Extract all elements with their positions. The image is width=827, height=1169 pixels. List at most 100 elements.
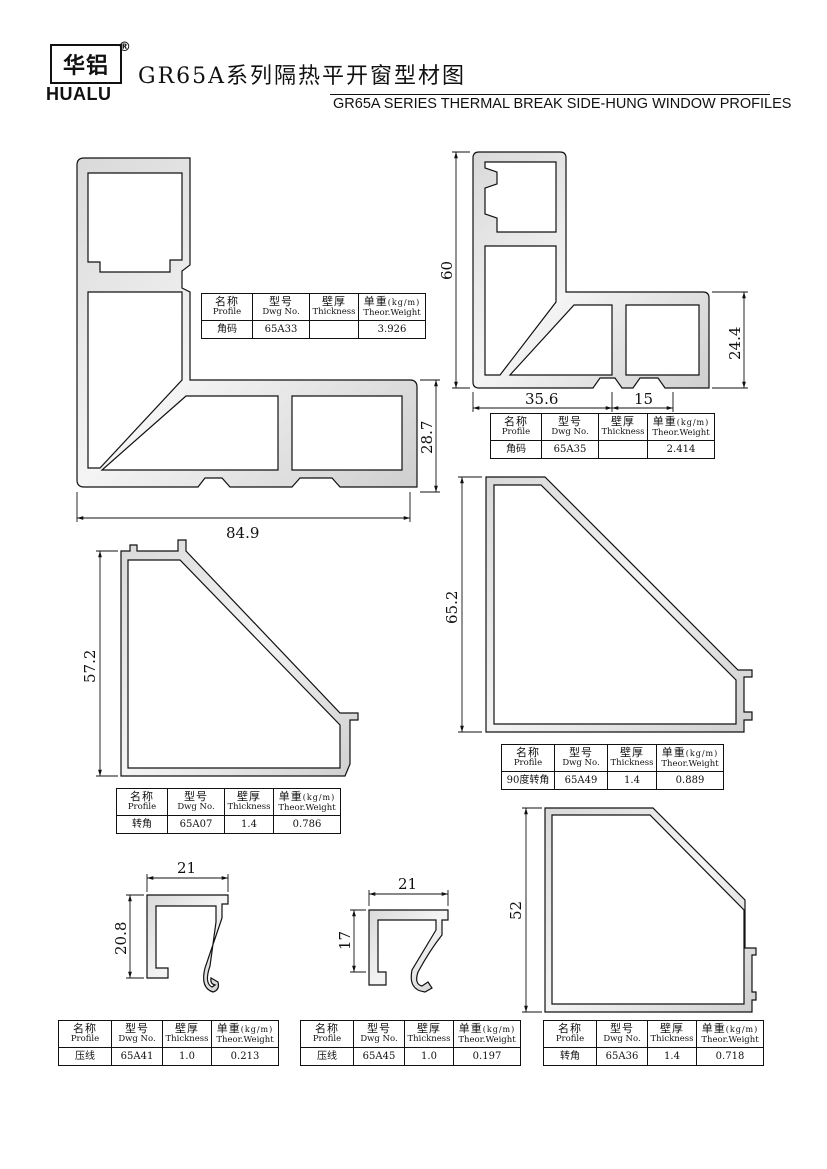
cell-thickness: 1.4 (607, 771, 657, 790)
dim-65A45-height: 17 (336, 931, 354, 950)
header-name-en: Profile (127, 802, 157, 812)
header-thick-cn: 壁厚 (175, 1022, 199, 1035)
header-name-en: Profile (212, 307, 242, 317)
cell-weight: 2.414 (647, 440, 715, 459)
header-dwg-en: Dwg No. (562, 758, 600, 768)
header-weight-cn: 单重 (278, 789, 303, 803)
header-thick-cn: 壁厚 (620, 746, 644, 759)
header-weight-en: Theor.Weight (363, 307, 421, 318)
header-name-cn: 名称 (558, 1022, 582, 1035)
header-weight-unit: (kg/m) (676, 417, 710, 427)
dim-65A33-height: 28.7 (418, 421, 436, 454)
profile-65A36-drawing (522, 807, 757, 1013)
profile-65A35-drawing (452, 151, 748, 412)
header-weight-unit: (kg/m) (725, 1024, 759, 1034)
header-thick-en: Thickness (165, 1034, 209, 1044)
header-dwg-cn: 型号 (610, 1022, 634, 1035)
profile-65A49-drawing (458, 476, 753, 733)
cell-dwg: 65A33 (252, 320, 310, 339)
cell-weight: 0.889 (656, 771, 724, 790)
profile-65A07-drawing (96, 539, 359, 777)
registered-mark: ® (118, 40, 131, 55)
cell-thickness: 1.0 (404, 1047, 454, 1066)
cell-thickness: 1.4 (224, 815, 274, 834)
cell-dwg: 65A41 (111, 1047, 163, 1066)
header-dwg-en: Dwg No. (118, 1034, 156, 1044)
header-thick-en: Thickness (407, 1034, 451, 1044)
dim-65A35-width1: 35.6 (525, 390, 558, 408)
cell-thickness: 1.4 (647, 1047, 697, 1066)
dim-65A07-height: 57.2 (81, 650, 99, 683)
header-name-cn: 名称 (73, 1022, 97, 1035)
logo-chinese-text: 华铝 (62, 53, 109, 79)
header-weight-cn: 单重 (363, 294, 388, 308)
header-dwg-cn: 型号 (269, 295, 293, 308)
header-dwg-en: Dwg No. (360, 1034, 398, 1044)
header-dwg-en: Dwg No. (262, 307, 300, 317)
cell-dwg: 65A49 (554, 771, 608, 790)
header-weight-cn: 单重 (652, 414, 677, 428)
header-weight-en: Theor.Weight (458, 1034, 516, 1045)
cell-dwg: 65A36 (596, 1047, 648, 1066)
header-dwg-en: Dwg No. (177, 802, 215, 812)
cell-name: 角码 (490, 440, 542, 459)
header-thick-cn: 壁厚 (417, 1022, 441, 1035)
cell-thickness (309, 320, 359, 339)
header-name-cn: 名称 (215, 295, 239, 308)
header-thick-cn: 壁厚 (322, 295, 346, 308)
cell-weight: 0.786 (273, 815, 341, 834)
header-weight-cn: 单重 (458, 1021, 483, 1035)
header-name-cn: 名称 (315, 1022, 339, 1035)
brand-logo: 华铝 (50, 44, 122, 84)
logo-english-text: HUALU (46, 84, 112, 104)
cell-weight: 0.213 (211, 1047, 279, 1066)
header-name-en: Profile (501, 427, 531, 437)
header-dwg-cn: 型号 (125, 1022, 149, 1035)
header-weight-en: Theor.Weight (216, 1034, 274, 1045)
header-weight-unit: (kg/m) (387, 297, 421, 307)
cell-name: 转角 (116, 815, 168, 834)
header-name-en: Profile (555, 1034, 585, 1044)
dim-65A49-height: 65.2 (443, 591, 461, 624)
dim-65A41-width: 21 (177, 859, 196, 877)
header-thick-cn: 壁厚 (611, 415, 635, 428)
header-weight-en: Theor.Weight (701, 1034, 759, 1045)
header-weight-cn: 单重 (701, 1021, 726, 1035)
profile-65A33-drawing (76, 157, 440, 522)
cell-name: 90度转角 (501, 771, 555, 790)
page-title-chinese: GR65A系列隔热平开窗型材图 (138, 64, 467, 89)
cell-weight: 0.197 (453, 1047, 521, 1066)
dim-65A36-height: 52 (507, 901, 525, 920)
header-weight-unit: (kg/m) (482, 1024, 516, 1034)
cell-name: 转角 (543, 1047, 597, 1066)
header-name-en: Profile (312, 1034, 342, 1044)
header-weight-unit: (kg/m) (240, 1024, 274, 1034)
header-dwg-cn: 型号 (184, 790, 208, 803)
dim-65A33-width: 84.9 (226, 524, 259, 542)
header-name-en: Profile (513, 758, 543, 768)
header-thick-en: Thickness (610, 758, 654, 768)
header-dwg-cn: 型号 (367, 1022, 391, 1035)
cell-name: 压线 (300, 1047, 354, 1066)
dim-65A35-height: 60 (438, 261, 456, 280)
header-thick-en: Thickness (312, 307, 356, 317)
header-name-cn: 名称 (130, 790, 154, 803)
header-name-cn: 名称 (504, 415, 528, 428)
cell-dwg: 65A45 (353, 1047, 405, 1066)
page-title-english: GR65A SERIES THERMAL BREAK SIDE-HUNG WIN… (333, 96, 792, 112)
profile-65A45-drawing (350, 890, 449, 993)
header-dwg-en: Dwg No. (551, 427, 589, 437)
title-underline (330, 94, 770, 95)
header-weight-en: Theor.Weight (652, 427, 710, 438)
dim-65A45-width: 21 (398, 875, 417, 893)
dim-65A35-side: 24.4 (726, 327, 744, 360)
header-thick-en: Thickness (227, 802, 271, 812)
header-dwg-en: Dwg No. (603, 1034, 641, 1044)
header-thick-en: Thickness (601, 427, 645, 437)
cell-name: 压线 (58, 1047, 112, 1066)
